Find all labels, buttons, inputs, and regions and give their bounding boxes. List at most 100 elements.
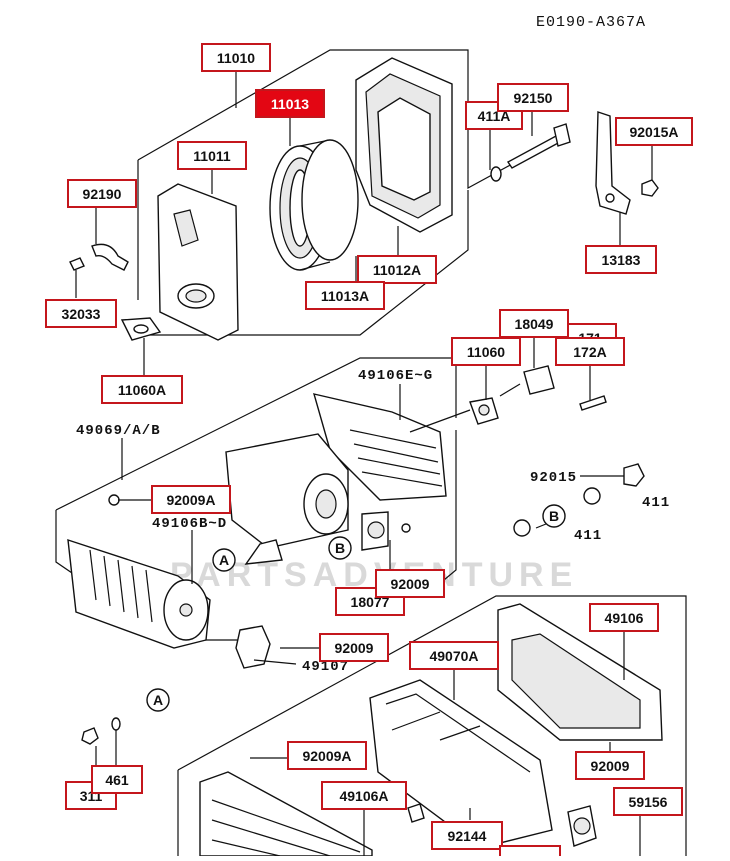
label-11060a[interactable]: 11060A: [101, 375, 183, 404]
nut-92015: [623, 463, 645, 487]
svg-text:92009: 92009: [391, 576, 430, 592]
svg-text:92009A: 92009A: [302, 748, 351, 764]
air-cleaner-case: [355, 57, 453, 233]
label-92009a-upper[interactable]: 92009A: [151, 485, 231, 514]
label-59156[interactable]: 59156: [613, 787, 683, 816]
label-49106[interactable]: 49106: [589, 603, 659, 632]
screw-92009: [401, 523, 411, 533]
svg-text:11060A: 11060A: [118, 382, 166, 398]
label-172a[interactable]: 172A: [555, 337, 625, 366]
label-92009a-lower[interactable]: 92009A: [287, 741, 367, 770]
washer-411-b: [583, 487, 601, 505]
screw-92009a: [108, 494, 120, 506]
label-49069-a-b: 49069/A/B: [76, 423, 161, 439]
label-92009-middle[interactable]: 92009: [319, 633, 389, 662]
label-411-b: 411: [642, 495, 670, 511]
muffler-gasket: [469, 397, 499, 425]
svg-text:49106: 49106: [605, 610, 644, 626]
label-49106b-d: 49106B~D: [152, 516, 227, 532]
label-461[interactable]: 461: [91, 765, 143, 794]
svg-text:172A: 172A: [573, 344, 606, 360]
label-49070a[interactable]: 49070A: [409, 641, 499, 670]
label-92009-upper[interactable]: 92009: [375, 569, 445, 598]
callout-b-upper: B: [328, 536, 352, 560]
bracket-49107: [235, 625, 271, 669]
svg-text:92009: 92009: [591, 758, 630, 774]
label-11013a[interactable]: 11013A: [305, 281, 385, 310]
svg-text:B: B: [335, 540, 345, 556]
hose-clamp: [69, 257, 85, 271]
svg-text:49070A: 49070A: [429, 648, 478, 664]
spark-arrester: [361, 511, 389, 551]
nut-92015a: [641, 179, 659, 197]
label-92150[interactable]: 92150: [497, 83, 569, 112]
svg-text:11013A: 11013A: [321, 288, 369, 304]
callout-a-upper: A: [212, 548, 236, 572]
svg-text:92009A: 92009A: [166, 492, 215, 508]
svg-text:11010: 11010: [217, 50, 255, 66]
label-11013-highlighted[interactable]: 11013: [255, 89, 325, 118]
lower-group-frame: [177, 595, 687, 856]
svg-text:92009: 92009: [335, 640, 374, 656]
stud-172a: [579, 395, 607, 411]
callout-b-right: B: [542, 504, 566, 528]
nut-311: [81, 727, 99, 745]
svg-text:11011: 11011: [193, 148, 231, 164]
label-411-a: 411: [574, 528, 602, 544]
label-49107: 49107: [302, 659, 349, 675]
diagram-code: E0190-A367A: [536, 14, 646, 31]
washer-411a: [490, 166, 502, 182]
label-92009-lower[interactable]: 92009: [575, 751, 645, 780]
svg-text:13183: 13183: [602, 252, 641, 268]
ring-461: [111, 717, 121, 731]
svg-text:92150: 92150: [514, 90, 553, 106]
label-11010[interactable]: 11010: [201, 43, 271, 72]
svg-text:A: A: [153, 692, 163, 708]
svg-text:18049: 18049: [515, 316, 554, 332]
spark-arrester-lower: [567, 805, 597, 847]
washer-411-a: [513, 519, 531, 537]
svg-text:11013: 11013: [271, 96, 309, 112]
label-11060[interactable]: 11060: [451, 337, 521, 366]
svg-text:32033: 32033: [62, 306, 101, 322]
svg-text:49106A: 49106A: [339, 788, 388, 804]
label-49106e-g: 49106E~G: [358, 368, 433, 384]
stay-bracket: [595, 111, 631, 215]
label-partial-bottom[interactable]: [499, 845, 561, 861]
svg-text:461: 461: [105, 772, 129, 788]
label-92144[interactable]: 92144: [431, 821, 503, 850]
svg-text:11012A: 11012A: [373, 262, 421, 278]
label-92190[interactable]: 92190: [67, 179, 137, 208]
label-13183[interactable]: 13183: [585, 245, 657, 274]
label-11011[interactable]: 11011: [177, 141, 247, 170]
svg-text:59156: 59156: [629, 794, 668, 810]
svg-text:92144: 92144: [448, 828, 487, 844]
gasket: [120, 317, 162, 341]
svg-text:92015A: 92015A: [629, 124, 678, 140]
muffler-cover-lower: [67, 538, 211, 649]
label-49106a[interactable]: 49106A: [321, 781, 407, 810]
svg-text:A: A: [219, 552, 229, 568]
label-32033[interactable]: 32033: [45, 299, 117, 328]
label-18049[interactable]: 18049: [499, 309, 569, 338]
svg-text:92190: 92190: [83, 186, 122, 202]
breather-hose: [91, 243, 129, 271]
bolt-92150: [506, 123, 571, 169]
callout-a-lower: A: [146, 688, 170, 712]
screw-92144: [407, 803, 425, 823]
muffler-body: [225, 433, 349, 565]
air-filter-element: [269, 139, 359, 271]
svg-text:11060: 11060: [467, 344, 505, 360]
shield-49106a: [199, 771, 373, 857]
label-92015a[interactable]: 92015A: [615, 117, 693, 146]
label-92015: 92015: [530, 470, 577, 486]
leader-lines: [75, 72, 653, 856]
sleeve-18049: [523, 365, 555, 395]
air-cleaner-base: [157, 183, 239, 341]
muffler-cover-49106: [497, 603, 663, 741]
svg-text:B: B: [549, 508, 559, 524]
muffler-49070a: [369, 679, 553, 849]
label-11012a[interactable]: 11012A: [357, 255, 437, 284]
